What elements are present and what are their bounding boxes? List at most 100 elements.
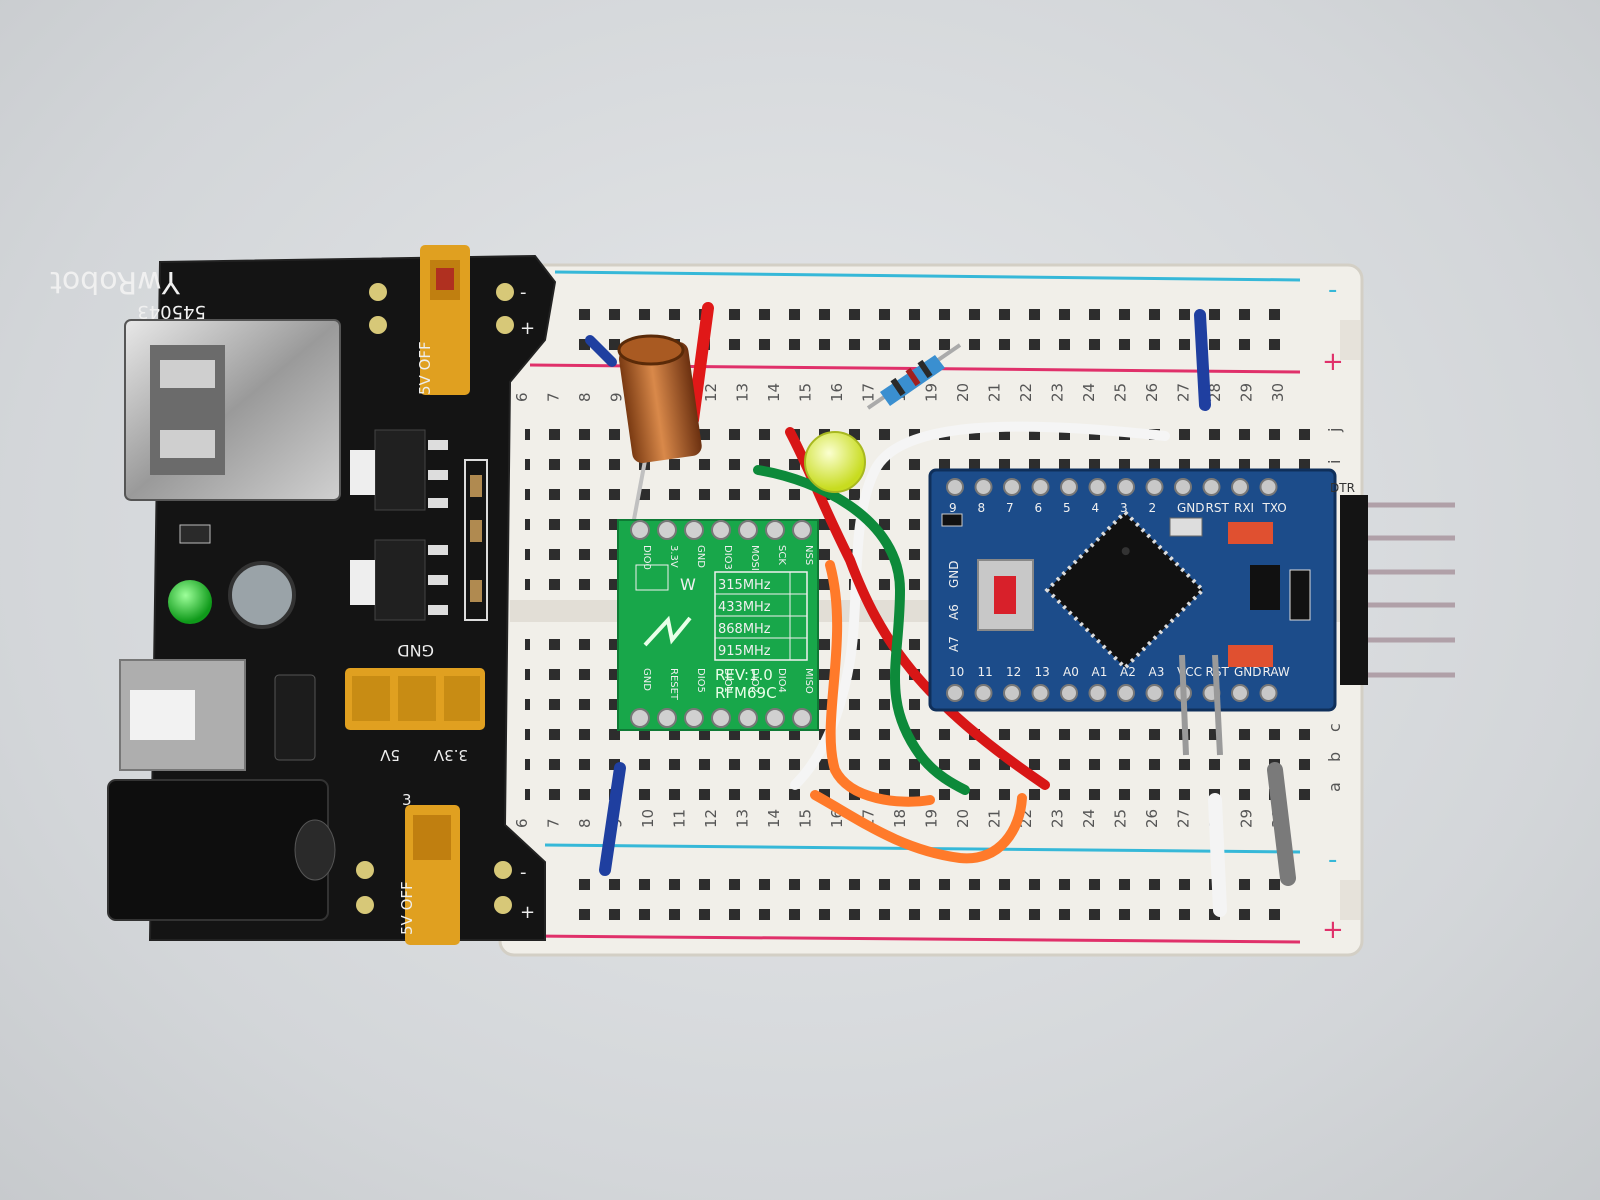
row-letters-bottom: cba — [1325, 723, 1344, 792]
row-letters-top: ji — [1325, 428, 1344, 464]
rfm-pin-label-top: DIO0 — [641, 545, 652, 570]
rfm-pad-bottom — [765, 708, 785, 728]
column-number-top: 25 — [1112, 383, 1130, 402]
resistor — [866, 343, 962, 410]
dc-barrel-jack[interactable] — [107, 779, 336, 921]
label-3: 3 — [402, 791, 412, 809]
arduino-pin-label-bottom: A1 — [1092, 665, 1108, 679]
arduino-pad-bottom — [1088, 684, 1107, 702]
rail-minus-top: - — [1328, 275, 1337, 305]
module-plus-top: + — [520, 318, 535, 339]
wire-grey-rail-bottom — [1267, 762, 1296, 886]
arduino-pin-label-top: RST — [1206, 501, 1230, 515]
column-number-top: 6 — [513, 392, 531, 402]
rfm-pad-bottom — [711, 708, 731, 728]
column-number-top: 30 — [1269, 383, 1287, 402]
rfm-pin-label-top: NSS — [803, 545, 814, 565]
arduino-pin-label-bottom: A0 — [1063, 665, 1079, 679]
rfm-pin-label-bottom: DIO2 — [749, 668, 760, 693]
column-number-top: 12 — [702, 383, 720, 402]
regulator-ic — [1250, 565, 1280, 610]
arduino-pad-top — [974, 478, 993, 496]
arduino-pad-top — [1145, 478, 1164, 496]
arduino-left-label: A7 — [947, 636, 961, 652]
rfm-pad-top — [684, 520, 704, 540]
arduino-pin-label-bottom: A2 — [1120, 665, 1136, 679]
arduino-pin-label-bottom: 11 — [978, 665, 993, 679]
column-number-bottom: 20 — [954, 809, 972, 828]
arduino-pad-top — [1231, 478, 1249, 496]
wire-blue-rail-top — [1194, 309, 1211, 411]
code-label: 545043 — [137, 301, 206, 322]
column-number-bottom: 26 — [1143, 809, 1161, 828]
arduino-pad-top — [1031, 478, 1050, 496]
crystal — [1169, 517, 1203, 537]
column-number-top: 13 — [734, 383, 752, 402]
row-letter-top: j — [1325, 428, 1344, 433]
jumper-bottom[interactable] — [405, 805, 460, 945]
rfm-pin-label-top: GND — [695, 545, 706, 568]
arduino-pin-label-top: 4 — [1092, 501, 1100, 515]
row-letter-bottom: a — [1325, 782, 1344, 792]
arduino-pin-label-bottom: 10 — [949, 665, 964, 679]
column-number-bottom: 29 — [1238, 809, 1256, 828]
rfm-pin-label-bottom: MISO — [803, 668, 814, 694]
column-number-bottom: 15 — [797, 809, 815, 828]
ftdi-header[interactable] — [1340, 495, 1455, 685]
smd-diode — [1289, 569, 1311, 621]
column-number-bottom: 7 — [545, 818, 563, 828]
row-letter-bottom: c — [1325, 723, 1344, 732]
arduino-pad-top — [946, 478, 964, 496]
column-number-bottom: 27 — [1175, 809, 1193, 828]
module-plus-bottom: + — [520, 902, 535, 923]
rail-minus-bottom: - — [1328, 845, 1337, 875]
arduino-pin-label-bottom: 13 — [1035, 665, 1050, 679]
voltage-regulators — [350, 429, 488, 621]
pin-header-top-left — [369, 283, 514, 334]
jumper-wires — [585, 302, 1296, 917]
arduino-pad-top — [1003, 478, 1021, 496]
power-supply-module: YwRobot 545043 - + 5V OFF — [50, 245, 557, 945]
column-number-top: 21 — [986, 383, 1004, 402]
column-number-top: 27 — [1175, 383, 1193, 402]
arduino-pad-top — [1174, 478, 1192, 496]
wire-blue-rail-bottom — [599, 762, 626, 876]
rfm-pin-label-top: DIO3 — [722, 545, 733, 570]
column-number-top: 19 — [923, 383, 941, 402]
power-led — [168, 580, 212, 624]
rfm-marking-box — [635, 564, 669, 591]
rfm-pin-label-bottom: RESET — [668, 668, 679, 701]
wire-green-long — [753, 465, 970, 795]
arduino-pin-label-top: 8 — [978, 501, 986, 515]
module-minus-bottom: - — [520, 862, 527, 883]
arduino-pad-top — [1202, 478, 1221, 496]
rfm-pad-bottom — [684, 708, 704, 728]
arduino-pad-bottom — [1259, 684, 1278, 702]
reset-button[interactable] — [977, 559, 1034, 631]
arduino-pin-label-bottom: GND — [1234, 665, 1262, 679]
arduino-pad-bottom — [1060, 684, 1078, 702]
rfm-pin-label-bottom: DIO5 — [695, 668, 706, 693]
jumper-top-label: 5V OFF — [416, 341, 434, 395]
gnd-label: GND — [397, 641, 434, 660]
antenna-coil — [617, 334, 702, 531]
column-number-bottom: 8 — [576, 818, 594, 828]
arduino-pad-bottom — [1003, 684, 1021, 702]
arduino-left-label: GND — [947, 560, 961, 588]
arduino-pad-bottom — [974, 684, 993, 702]
rail-plus-bottom: + — [1322, 915, 1344, 945]
column-number-top: 8 — [576, 392, 594, 402]
usb-a-port[interactable] — [124, 319, 341, 501]
column-number-top: 29 — [1238, 383, 1256, 402]
voltage-select-jumper[interactable] — [345, 668, 485, 730]
rfm-pad-top — [792, 520, 812, 540]
rail-plus-top: + — [1322, 347, 1344, 377]
power-switch[interactable] — [119, 659, 246, 771]
column-number-bottom: 21 — [986, 809, 1004, 828]
column-number-bottom: 23 — [1049, 809, 1067, 828]
arduino-pin-label-top: 6 — [1035, 501, 1043, 515]
column-number-bottom: 14 — [765, 809, 783, 828]
jumper-top[interactable] — [420, 245, 470, 395]
